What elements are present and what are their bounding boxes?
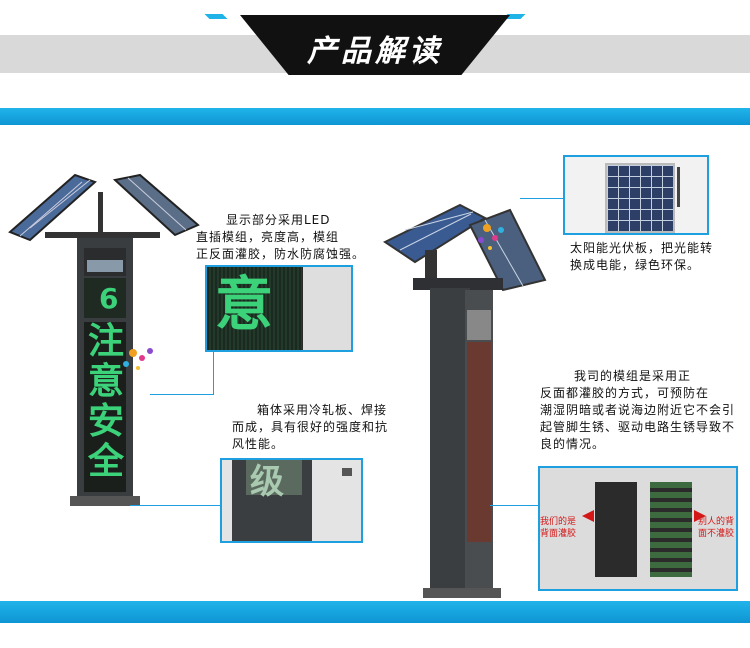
module-back-glued — [595, 482, 637, 577]
center-sign-illustration — [383, 203, 547, 598]
connector-line — [490, 505, 540, 506]
left-sign-char: 全 — [87, 441, 124, 482]
left-sign-digit: 6 — [99, 282, 119, 315]
left-solar-panel-icon — [8, 173, 97, 242]
connector-line — [130, 505, 220, 506]
left-sign-illustration — [8, 173, 200, 506]
arrow-right-icon — [694, 510, 706, 522]
zoom-solar-panel-frame — [563, 155, 709, 235]
zoom-module-photo-frame: 我们的是 背面灌胶 别人的背 面不灌胶 — [538, 466, 738, 591]
module-right-label: 别人的背 面不灌胶 — [698, 517, 735, 539]
arrow-left-icon — [582, 510, 594, 522]
zoom-display-module-frame: 意 — [205, 265, 353, 352]
header-title-plate — [240, 15, 510, 75]
zoom-display-char: 意 — [215, 270, 274, 338]
caption-solar-panel: 太阳能光伏板，把光能转 换成电能，绿色环保。 — [570, 241, 714, 272]
caption-display-module: 显示部分采用LED 直插模组，亮度高，模组 正反面灌胶，防水防腐蚀强。 — [196, 213, 366, 261]
module-back-unglued — [650, 482, 692, 577]
page-title: 产品解读 — [307, 34, 443, 69]
header-accent-left — [204, 14, 228, 19]
left-sign-char: 意 — [87, 361, 124, 402]
left-sign-char: 安 — [87, 401, 124, 442]
caption-module-glue: 我司的模组是采用正 反面都灌胶的方式，可预防在 潮湿阴暗或者说海边附近它不会引 … — [540, 369, 736, 451]
bottom-blue-band — [0, 601, 750, 623]
zoom-cabinet-frame: 级 — [220, 458, 363, 543]
left-sign-text: 注 意 安 全 — [86, 322, 126, 482]
left-sign-char: 注 — [87, 321, 124, 362]
zoom-cabinet-char: 级 — [250, 462, 284, 502]
connector-line — [150, 394, 214, 395]
connector-line — [520, 198, 564, 199]
top-blue-band — [0, 108, 750, 125]
center-solar-panel-icon — [383, 203, 547, 292]
caption-cabinet: 箱体采用冷轧板、焊接 而成，具有很好的强度和抗 风性能。 — [232, 403, 389, 451]
module-left-label: 我们的是 背面灌胶 — [540, 517, 577, 539]
solar-panel-icon — [605, 163, 675, 233]
connector-line — [213, 352, 214, 394]
right-solar-panel-icon — [112, 173, 200, 237]
